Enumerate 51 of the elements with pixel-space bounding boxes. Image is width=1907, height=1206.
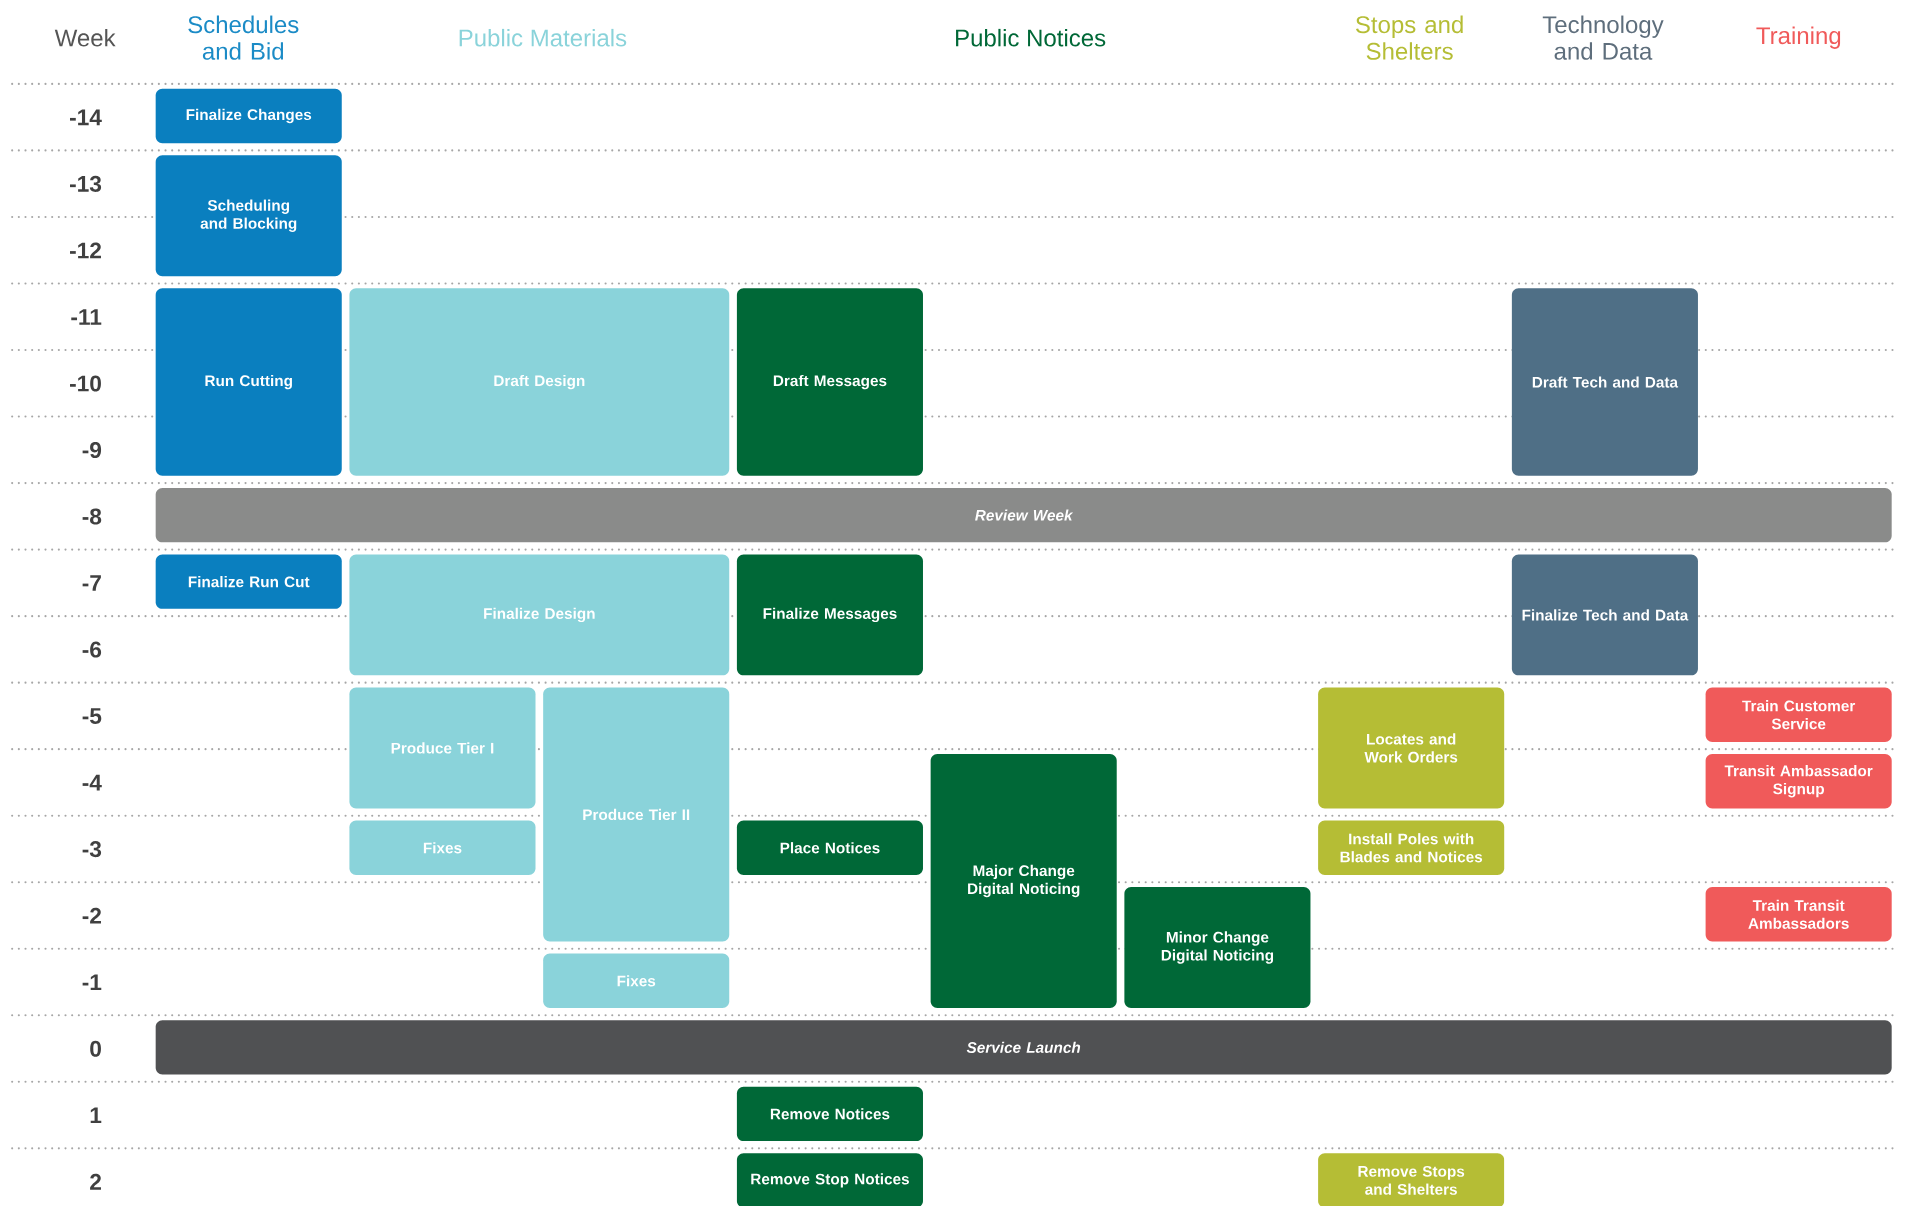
task-bar: Finalize Messages (736, 554, 923, 676)
column-header: Public Materials (459, 28, 627, 47)
week-number: -9 (82, 441, 102, 458)
task-bar: Review Week (155, 487, 1892, 543)
task-bar: Finalize Tech and Data (1511, 554, 1698, 676)
week-number: 1 (90, 1107, 102, 1123)
task-bar: Produce Tier II (543, 687, 730, 942)
week-number: -12 (70, 242, 101, 259)
week-number: -14 (70, 109, 102, 125)
task-bar: Finalize Run Cut (155, 554, 342, 609)
column-header: Schedules and Bid (188, 15, 299, 60)
week-number: -2 (82, 907, 101, 924)
week-number: -6 (82, 641, 102, 658)
task-bar: Fixes (543, 953, 730, 1008)
task-bar: Draft Messages (736, 288, 923, 476)
task-bar: Train Transit Ambassadors (1705, 886, 1892, 942)
column-header: Stops and Shelters (1355, 15, 1463, 60)
task-bar: Transit Ambassador Signup (1705, 753, 1892, 809)
column-header: Technology and Data (1542, 15, 1664, 60)
week-number: -4 (82, 774, 102, 791)
task-bar: Train Customer Service (1705, 687, 1892, 742)
week-number: -8 (82, 508, 102, 525)
task-bar: Scheduling and Blocking (155, 155, 342, 276)
task-bar: Place Notices (736, 820, 923, 875)
week-number: -5 (82, 707, 102, 724)
task-bar: Install Poles with Blades and Notices (1318, 820, 1505, 875)
column-header: Training (1756, 26, 1841, 49)
week-number: -11 (71, 308, 102, 325)
task-bar: Remove Notices (736, 1086, 923, 1141)
task-bar: Major Change Digital Noticing (930, 753, 1117, 1008)
task-bar: Fixes (349, 820, 536, 875)
task-bar: Service Launch (155, 1019, 1892, 1075)
week-number: -7 (82, 575, 101, 591)
column-header: Public Notices (956, 28, 1106, 47)
week-number: -13 (70, 175, 102, 192)
column-header: Week (54, 28, 116, 47)
task-bar: Remove Stop Notices (736, 1153, 923, 1206)
task-bar: Finalize Design (349, 554, 730, 676)
task-bar: Draft Tech and Data (1511, 288, 1698, 476)
week-number: 2 (90, 1173, 101, 1190)
week-number: -10 (70, 375, 101, 392)
task-bar: Minor Change Digital Noticing (1124, 886, 1311, 1008)
task-bar: Locates and Work Orders (1318, 687, 1505, 809)
task-bar: Draft Design (349, 288, 730, 476)
task-bar: Produce Tier I (349, 687, 536, 809)
task-bar: Remove Stops and Shelters (1318, 1153, 1505, 1206)
week-number: -1 (82, 974, 102, 990)
task-bar: Run Cutting (155, 288, 342, 476)
task-bar: Finalize Changes (155, 88, 342, 143)
week-number: 0 (90, 1040, 101, 1057)
week-number: -3 (82, 840, 102, 857)
